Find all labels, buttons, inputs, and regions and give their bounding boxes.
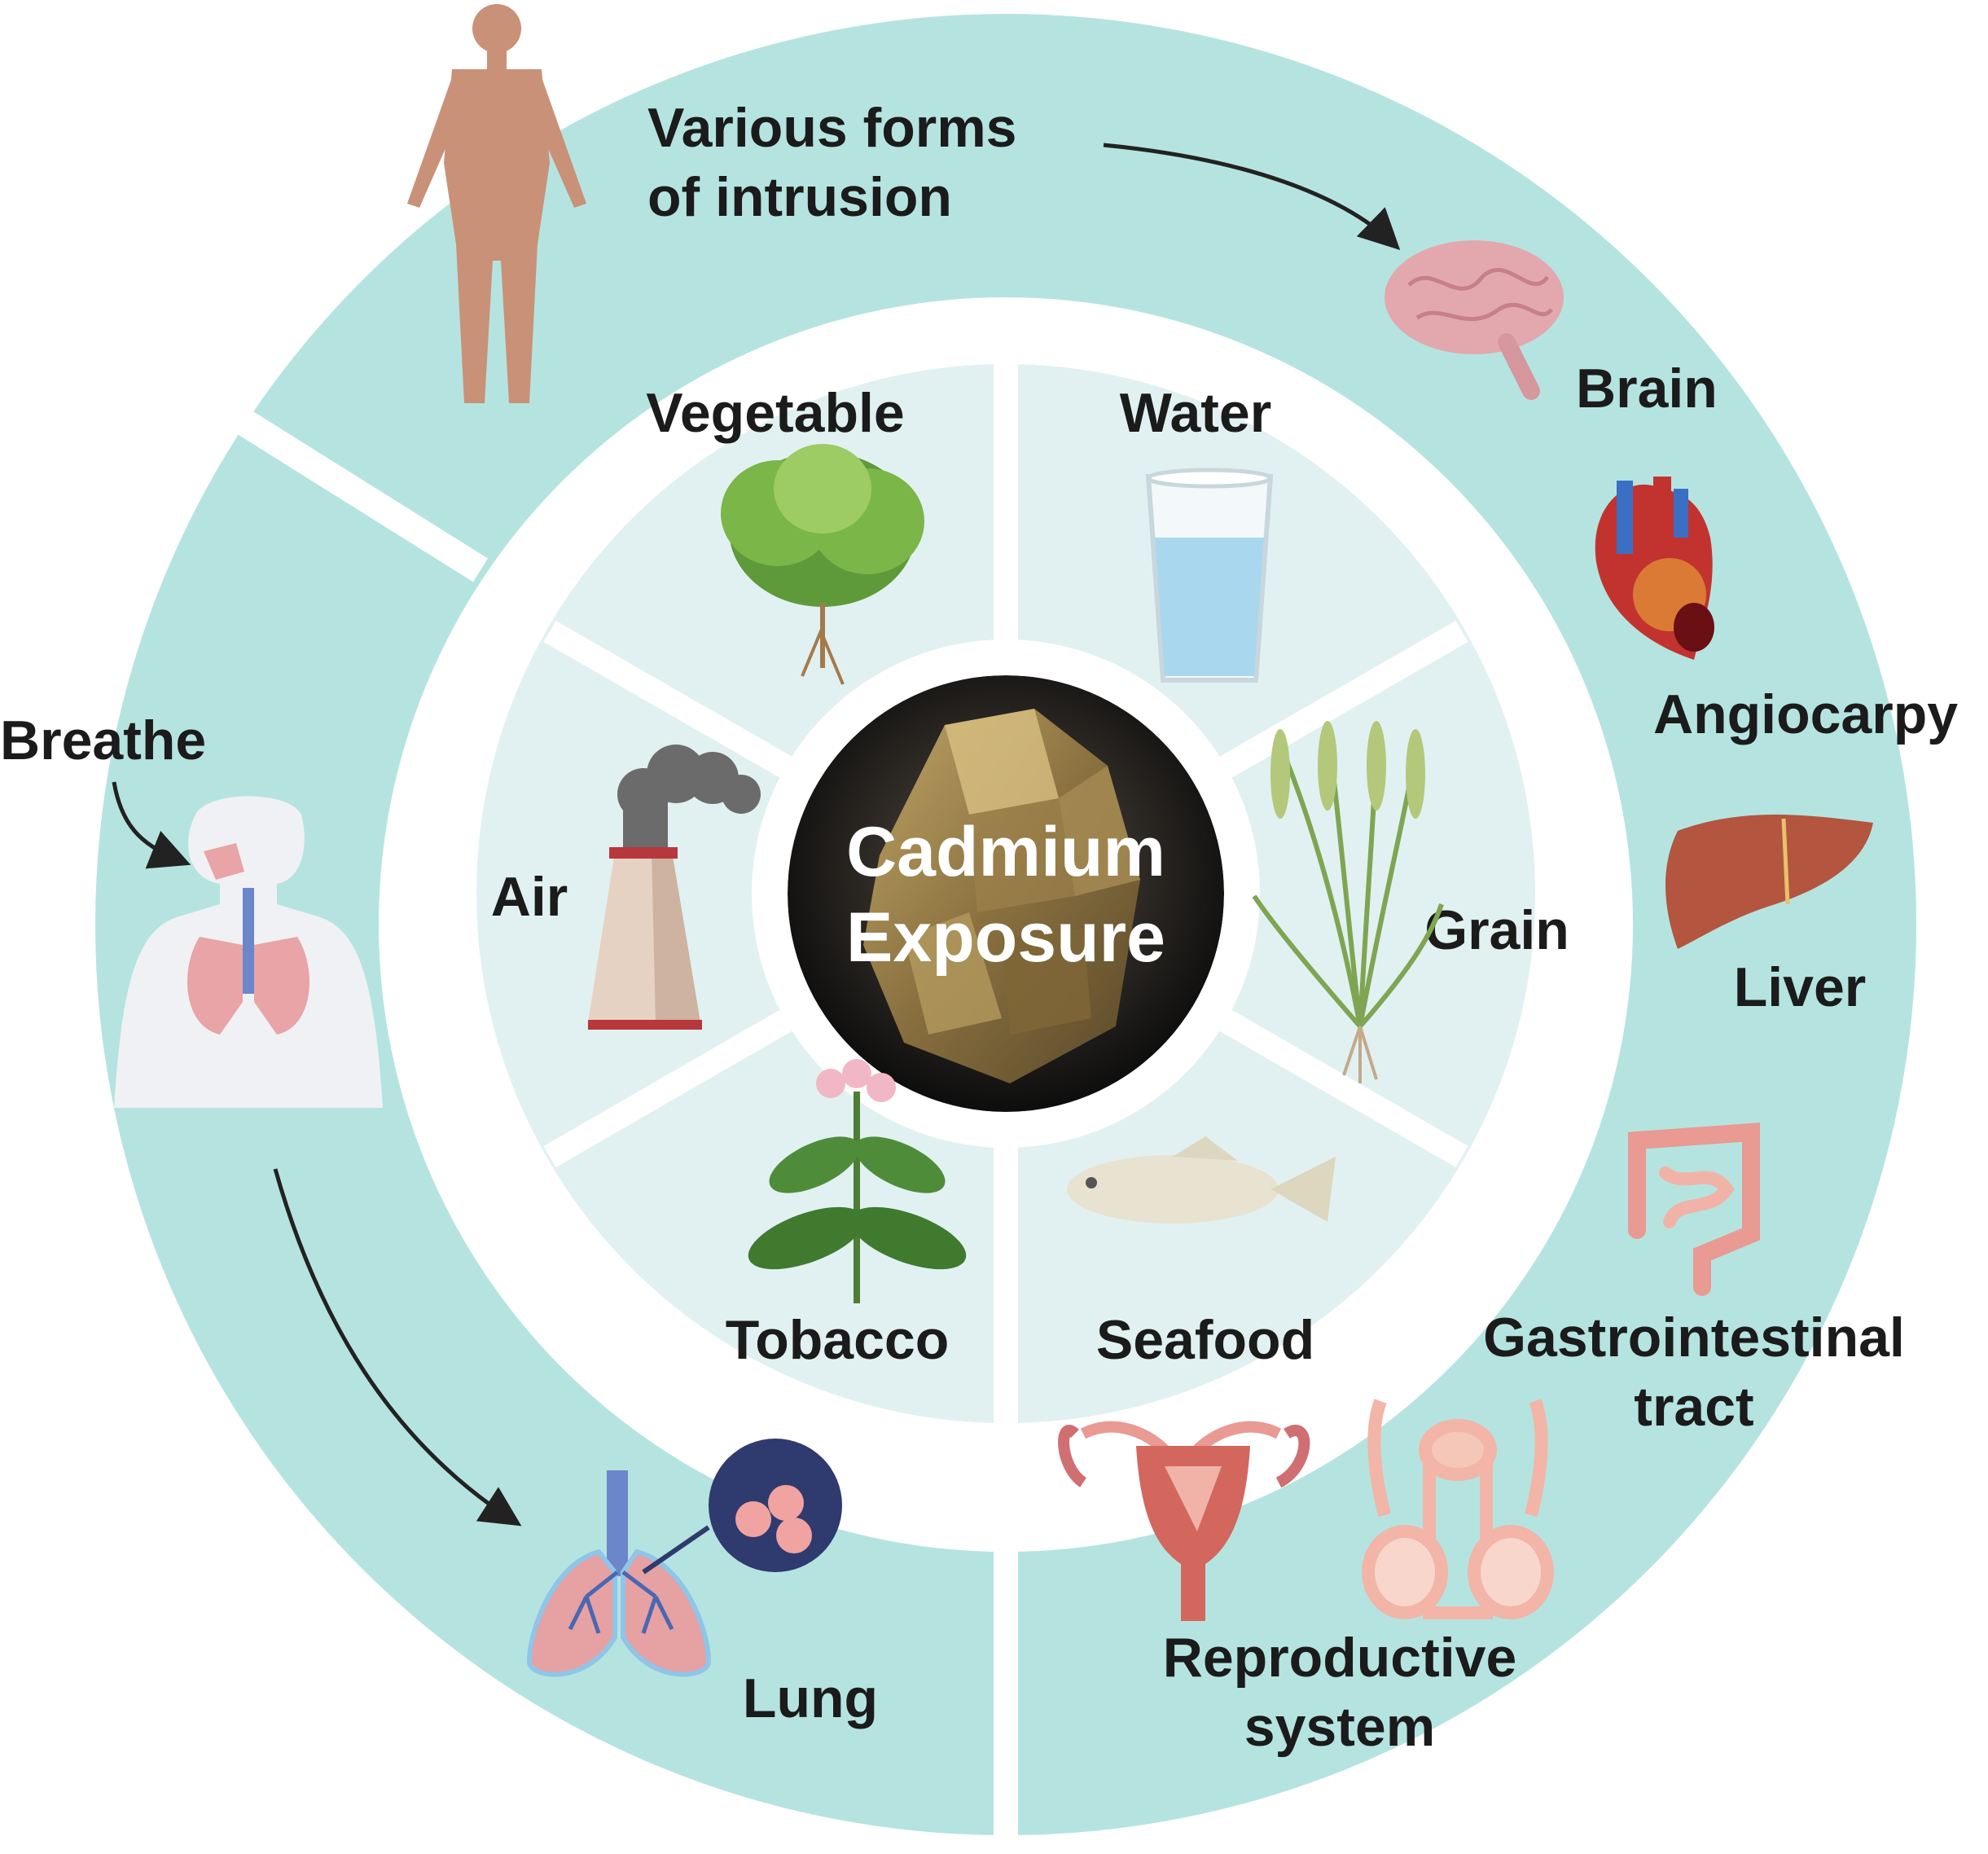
human-body-icon	[407, 4, 586, 403]
center-title-line1: Cadmium	[846, 813, 1165, 891]
vegetable-icon	[721, 444, 924, 685]
breathe-arrow	[112, 781, 191, 869]
organ-label-lung: Lung	[743, 1667, 878, 1729]
cadmium-mineral-image	[788, 675, 1224, 1112]
source-label-water: Water	[1120, 382, 1271, 444]
organ-label-brain: Brain	[1576, 358, 1718, 420]
organ-label-liver: Liver	[1734, 956, 1867, 1018]
organ-label-gi-line1: Gastrointestinal	[1483, 1307, 1905, 1369]
center-title-line2: Exposure	[846, 898, 1165, 977]
intrusion-label-line2: of intrusion	[647, 166, 952, 228]
heart-icon	[1595, 477, 1714, 660]
male-reproductive-icon	[1362, 1399, 1554, 1619]
intrusion-label-line1: Various forms	[647, 97, 1017, 159]
organ-label-gi-line2: tract	[1634, 1376, 1753, 1438]
torso-respiratory-icon	[114, 796, 383, 1108]
factory-chimney-icon	[588, 745, 761, 1030]
outer-separator-1	[228, 405, 489, 582]
water-glass-icon	[1145, 468, 1274, 683]
organ-label-repro-line1: Reproductive	[1163, 1627, 1517, 1689]
organ-label-repro-line2: system	[1244, 1696, 1435, 1758]
source-label-grain: Grain	[1424, 899, 1569, 961]
organ-label-angiocarpy: Angiocarpy	[1653, 683, 1958, 745]
source-label-seafood: Seafood	[1096, 1309, 1314, 1371]
lung-arrow	[273, 1168, 522, 1527]
source-label-tobacco: Tobacco	[726, 1309, 950, 1371]
source-label-air: Air	[491, 866, 568, 928]
gastrointestinal-icon	[1628, 1123, 1760, 1296]
fish-icon	[1067, 1136, 1336, 1224]
brain-icon	[1385, 240, 1564, 400]
lung-icon	[526, 1439, 842, 1677]
grain-plant-icon	[1252, 721, 1444, 1083]
intrusion-arrow	[1103, 143, 1401, 250]
liver-icon	[1665, 815, 1873, 949]
breathe-label: Breathe	[0, 710, 206, 771]
source-label-vegetable: Vegetable	[646, 382, 905, 444]
tobacco-plant-icon	[748, 1059, 967, 1303]
female-reproductive-icon	[1058, 1421, 1310, 1621]
